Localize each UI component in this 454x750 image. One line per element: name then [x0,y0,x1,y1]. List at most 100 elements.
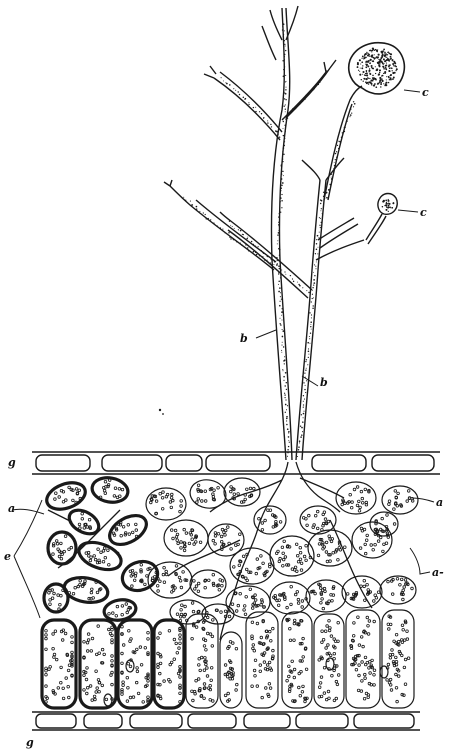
chloroplast [298,557,303,561]
chloroplast [252,486,256,491]
hypha-stipple-dot [299,284,301,287]
spongy-cell [189,479,227,509]
hypha-stipple-dot [247,247,249,249]
spore-dot [366,52,368,55]
chloroplast [404,582,408,586]
chloroplast [59,594,63,598]
chloroplast [107,612,111,616]
hypha-stipple-dot [283,363,285,365]
chloroplast [89,555,93,559]
hypha-stipple-dot [255,110,257,113]
spore-dot [387,199,390,202]
chloroplast [407,489,411,493]
chloroplast [202,696,206,700]
chloroplast [372,668,377,672]
chloroplast [146,672,150,676]
chloroplast [335,664,339,668]
chloroplast [56,593,60,597]
chloroplast [168,500,173,504]
spore-dot [365,82,368,85]
chloroplast [102,486,106,490]
hypha-stipple-dot [280,324,282,326]
chloroplast [178,637,182,641]
chloroplast [326,643,330,647]
hypha-stipple-dot [281,351,283,353]
chloroplast [52,652,57,657]
hypha-stipple-dot [343,130,346,133]
hypha-stipple-dot [283,359,286,362]
chloroplast [56,686,60,690]
spore-dot [368,68,371,70]
chloroplast [211,699,215,703]
chloroplast [410,497,414,501]
chloroplast [50,596,55,600]
hypha-stipple-dot [315,268,317,270]
hypha-stipple-dot [307,92,310,95]
chloroplast [331,593,336,597]
hypha-stipple-dot [283,53,286,56]
chloroplast [297,623,301,627]
chloroplast [293,568,297,572]
chloroplast [361,644,365,649]
chloroplast [178,579,183,583]
hypha-stipple-dot [284,411,286,413]
label-sporangium-small: c [420,206,427,219]
chloroplast [263,518,267,523]
chloroplast [223,663,228,667]
spore-dot [385,62,388,64]
chloroplast [175,538,179,542]
chloroplast [104,697,109,702]
hypha-stipple-dot [336,144,339,147]
hypha-stipple-dot [285,80,287,82]
chloroplast [292,667,297,672]
chloroplast [176,541,180,546]
hypha-stipple-dot [260,250,262,252]
chloroplast [258,669,262,673]
spore-dot [379,71,381,74]
hypha-stipple-dot [280,266,281,268]
hypha-stipple-dot [258,111,261,113]
chloroplast [53,629,58,633]
chloroplast [209,678,213,682]
hypha-stipple-dot [285,381,288,384]
chloroplast [156,636,160,640]
spore-dot [361,57,363,59]
hypha-stipple-dot [263,117,265,119]
chloroplast [106,484,110,489]
hypha-stipple-dot [199,210,201,212]
chloroplast [70,635,74,639]
chloroplast [226,699,230,703]
hypha-stipple-dot [279,204,281,205]
chloroplast [175,612,180,616]
hypha-stipple-dot [205,218,208,220]
spore-dot [387,203,389,205]
spore-dot [388,52,391,55]
chloroplast [304,558,308,562]
chloroplast [253,658,258,662]
chloroplast [100,647,105,652]
hypha-stipple-dot [260,113,263,115]
hypha-stipple-dot [285,399,287,401]
chloroplast [298,642,303,646]
chloroplast [320,543,325,547]
chloroplast [107,627,111,632]
hypha-stipple-dot [307,350,310,353]
chloroplast [126,686,130,690]
chloroplast [78,583,82,587]
chloroplast [155,584,160,588]
hypha-stipple-dot [317,83,320,86]
hypha-stipple-dot [330,176,332,178]
chloroplast [363,542,367,547]
chloroplast [250,620,255,624]
chloroplast [70,640,74,645]
chloroplast [96,624,100,628]
chloroplast [258,566,262,570]
chloroplast [139,663,144,667]
hypha-stipple-dot [283,392,286,394]
chloroplast [362,527,367,532]
spongy-cell-dark [46,530,78,566]
chloroplast [205,666,209,670]
chloroplast [319,591,323,595]
chloroplast [352,634,356,638]
